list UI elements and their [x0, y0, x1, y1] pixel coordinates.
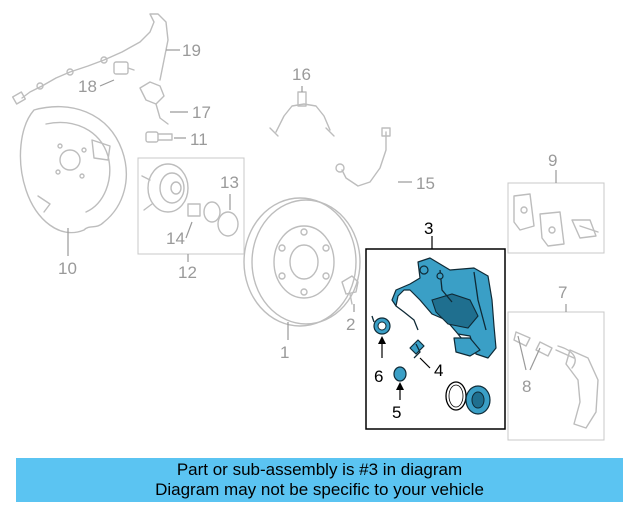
callout-19: 19 [182, 41, 201, 60]
caliper-box-3 [365, 248, 506, 430]
callout-13: 13 [220, 173, 239, 192]
hub-kit-box-12 [137, 157, 245, 255]
brake-pads [513, 193, 599, 247]
brake-rotor-1 [243, 197, 361, 327]
brake-pad-kit-box-9 [507, 182, 605, 254]
caliper-piston [465, 385, 491, 415]
spring-clip-6 [371, 315, 391, 335]
backing-plate-10 [19, 106, 128, 234]
brake-hose-16 [269, 91, 335, 137]
caliper-carrier-7 [557, 345, 599, 429]
callout-2: 2 [346, 315, 355, 334]
brake-line-15 [335, 127, 391, 187]
banner-line-1: Part or sub-assembly is #3 in diagram [176, 460, 463, 479]
callout-9: 9 [548, 151, 557, 170]
bleeder-valve-4 [409, 339, 425, 359]
banner-line-2: Diagram may not be specific to your vehi… [155, 480, 484, 499]
callout-11: 11 [190, 130, 208, 149]
callout-5: 5 [392, 403, 401, 422]
guide-pin-8 [513, 331, 575, 359]
piston-seal-ring [445, 381, 467, 411]
abs-sensor-cable [11, 13, 169, 125]
callout-8: 8 [522, 377, 531, 396]
callout-3: 3 [424, 219, 433, 238]
dust-cap-13 [217, 211, 239, 237]
callout-7: 7 [558, 283, 567, 302]
exploded-parts-diagram: 19 18 17 11 10 13 14 12 [11, 13, 605, 441]
callout-15: 15 [416, 174, 435, 193]
bleeder-cap-5 [393, 366, 407, 382]
callout-14: 14 [166, 229, 185, 248]
callout-4: 4 [434, 361, 443, 380]
callout-6: 6 [374, 367, 383, 386]
callout-16: 16 [292, 65, 311, 84]
info-banner: Part or sub-assembly is #3 in diagram Di… [16, 458, 623, 502]
callout-17: 17 [192, 103, 211, 122]
callout-12: 12 [178, 263, 197, 282]
bolt-11 [145, 131, 173, 143]
caliper-carrier-box-7 [507, 311, 605, 441]
disc-screw-2 [341, 275, 359, 305]
callout-18: 18 [78, 77, 97, 96]
callout-10: 10 [58, 259, 77, 278]
hub-nut-14 [187, 201, 221, 223]
callout-1: 1 [280, 343, 289, 362]
wheel-hub [141, 163, 189, 213]
brake-caliper-3[interactable] [391, 257, 497, 359]
